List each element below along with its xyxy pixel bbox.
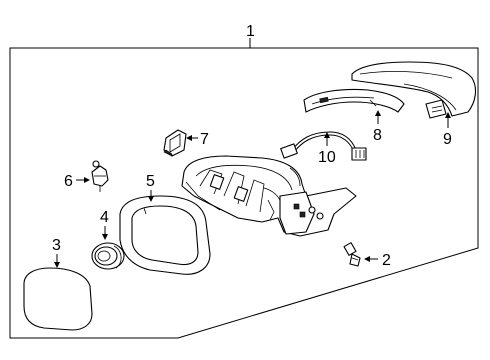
puddle-lamp: [163, 129, 187, 157]
arrowhead-7: [186, 135, 192, 141]
callout-2: 2: [382, 252, 391, 269]
callout-10: 10: [318, 149, 336, 166]
arrowhead-2: [364, 256, 370, 262]
cover-cap: [351, 61, 477, 119]
arrowhead-3: [54, 262, 60, 268]
callout-1: 1: [246, 23, 255, 40]
callout-7: 7: [200, 131, 209, 148]
callout-3: 3: [52, 237, 61, 254]
turn-signal: [303, 88, 405, 113]
arrowhead-4: [102, 234, 108, 240]
arrowhead-6: [84, 177, 90, 183]
arrowhead-5: [148, 196, 154, 202]
mirror-housing-base: [181, 155, 357, 237]
wire-harness: [280, 131, 367, 161]
callout-6: 6: [64, 173, 73, 190]
callout-5: 5: [146, 173, 155, 190]
clip: [91, 160, 109, 192]
arrowhead-9: [445, 112, 451, 118]
bolt: [343, 242, 361, 267]
mirror-frame: [119, 195, 211, 275]
callout-4: 4: [100, 209, 109, 226]
actuator: [91, 242, 125, 270]
assembly-boundary: [9, 47, 479, 339]
arrowhead-8: [375, 110, 381, 116]
arrowhead-10: [324, 132, 330, 138]
callout-9: 9: [443, 131, 452, 148]
mirror-glass: [23, 267, 93, 331]
callout-8: 8: [373, 127, 382, 144]
